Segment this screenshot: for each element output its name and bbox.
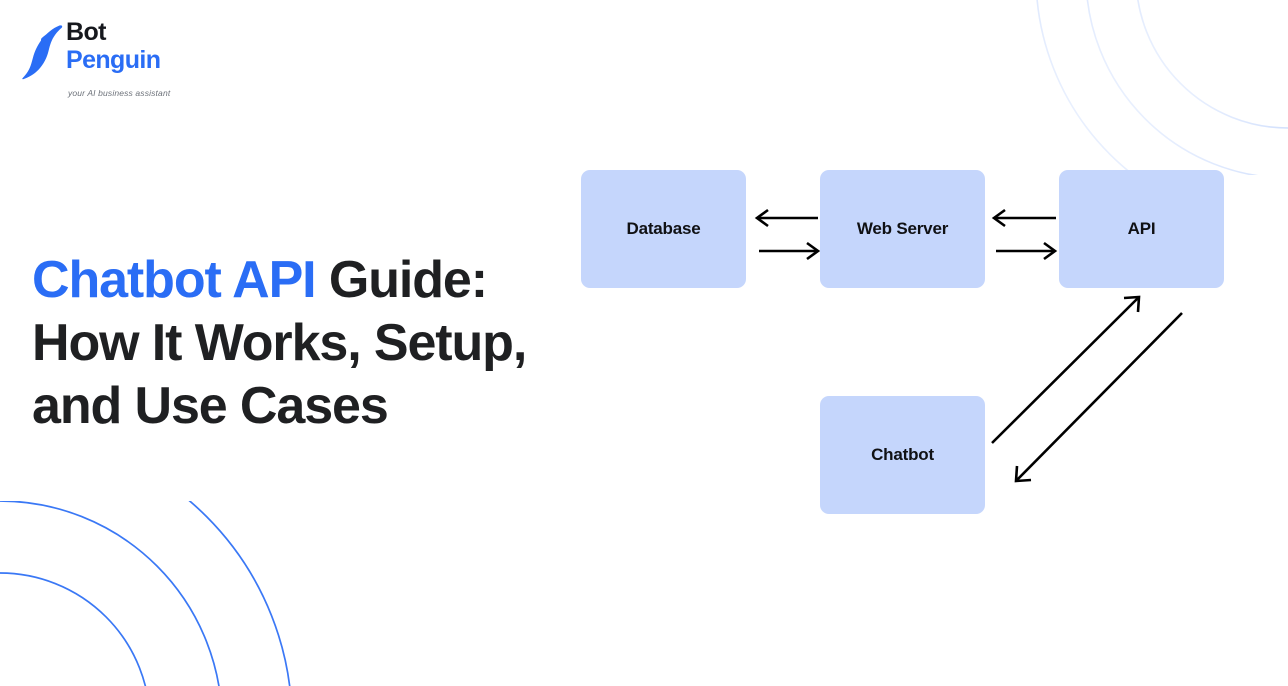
diagram-node-api-label: API <box>1127 219 1156 238</box>
diagram-node-chatbot[interactable]: Chatbot <box>820 396 985 514</box>
diagram-node-database-label: Database <box>626 219 701 238</box>
logo-wordmark: Bot Penguin <box>66 18 161 74</box>
diagram-node-api[interactable]: API <box>1059 170 1224 288</box>
diagram-node-webserver-label: Web Server <box>856 219 949 238</box>
edge-api-to-chatbot <box>1015 312 1183 482</box>
page-title-rest: Guide: How It Works, Setup, and Use Case… <box>32 250 527 435</box>
logo-tagline: your AI business assistant <box>68 88 171 98</box>
page-title-accent: Chatbot API <box>32 250 317 309</box>
logo-word-penguin: Penguin <box>66 46 161 74</box>
page-title: Chatbot API Guide: How It Works, Setup, … <box>32 249 572 438</box>
diagram-node-database[interactable]: Database <box>581 170 746 288</box>
logo-word-bot: Bot <box>66 18 106 46</box>
diagram-node-chatbot-label: Chatbot <box>871 445 934 464</box>
botpenguin-logo[interactable]: Bot Penguin your AI business assistant <box>22 18 322 98</box>
penguin-icon <box>22 25 63 80</box>
edge-chatbot-to-api <box>991 296 1140 444</box>
diagram-node-webserver[interactable]: Web Server <box>820 170 985 288</box>
